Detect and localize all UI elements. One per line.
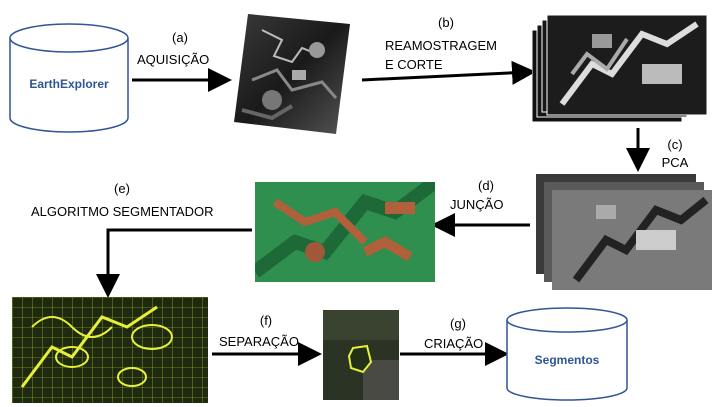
segmentos-label: Segmentos [534,353,600,367]
pca-stack-image [536,170,716,296]
step-f-label: SEPARAÇÃO [219,334,299,349]
arrow-b [361,60,536,85]
database-icon [9,23,129,133]
step-g-tag: (g) [450,316,466,331]
step-c-tag: (c) [667,137,683,152]
segmentos-database: Segmentos [505,306,629,402]
band-stack-image [531,14,712,126]
step-b-label2: E CORTE [385,57,443,72]
segmented-image [12,297,208,403]
step-a-tag: (a) [172,30,188,45]
step-b-label: REAMOSTRAGEM [385,38,497,53]
step-c-label: PCA [661,155,689,170]
step-e-label: ALGORITMO SEGMENTADOR [31,204,214,219]
step-d-label: JUNÇÃO [450,197,504,212]
step-d-tag: (d) [478,178,494,193]
step-f-tag: (f) [259,313,273,328]
raw-scene-image [232,10,352,136]
step-a-label: AQUISIÇÃO [137,52,210,67]
database-icon [506,307,628,401]
step-e-tag: (e) [114,181,130,196]
single-segment-image [323,310,399,400]
step-g-label: CRIAÇÃO [424,336,484,351]
earthexplorer-database: EarthExplorer [8,22,130,134]
step-b-tag: (b) [438,15,454,30]
arrow-e [96,228,252,298]
composite-image [255,182,435,282]
earthexplorer-label: EarthExplorer [29,77,109,91]
